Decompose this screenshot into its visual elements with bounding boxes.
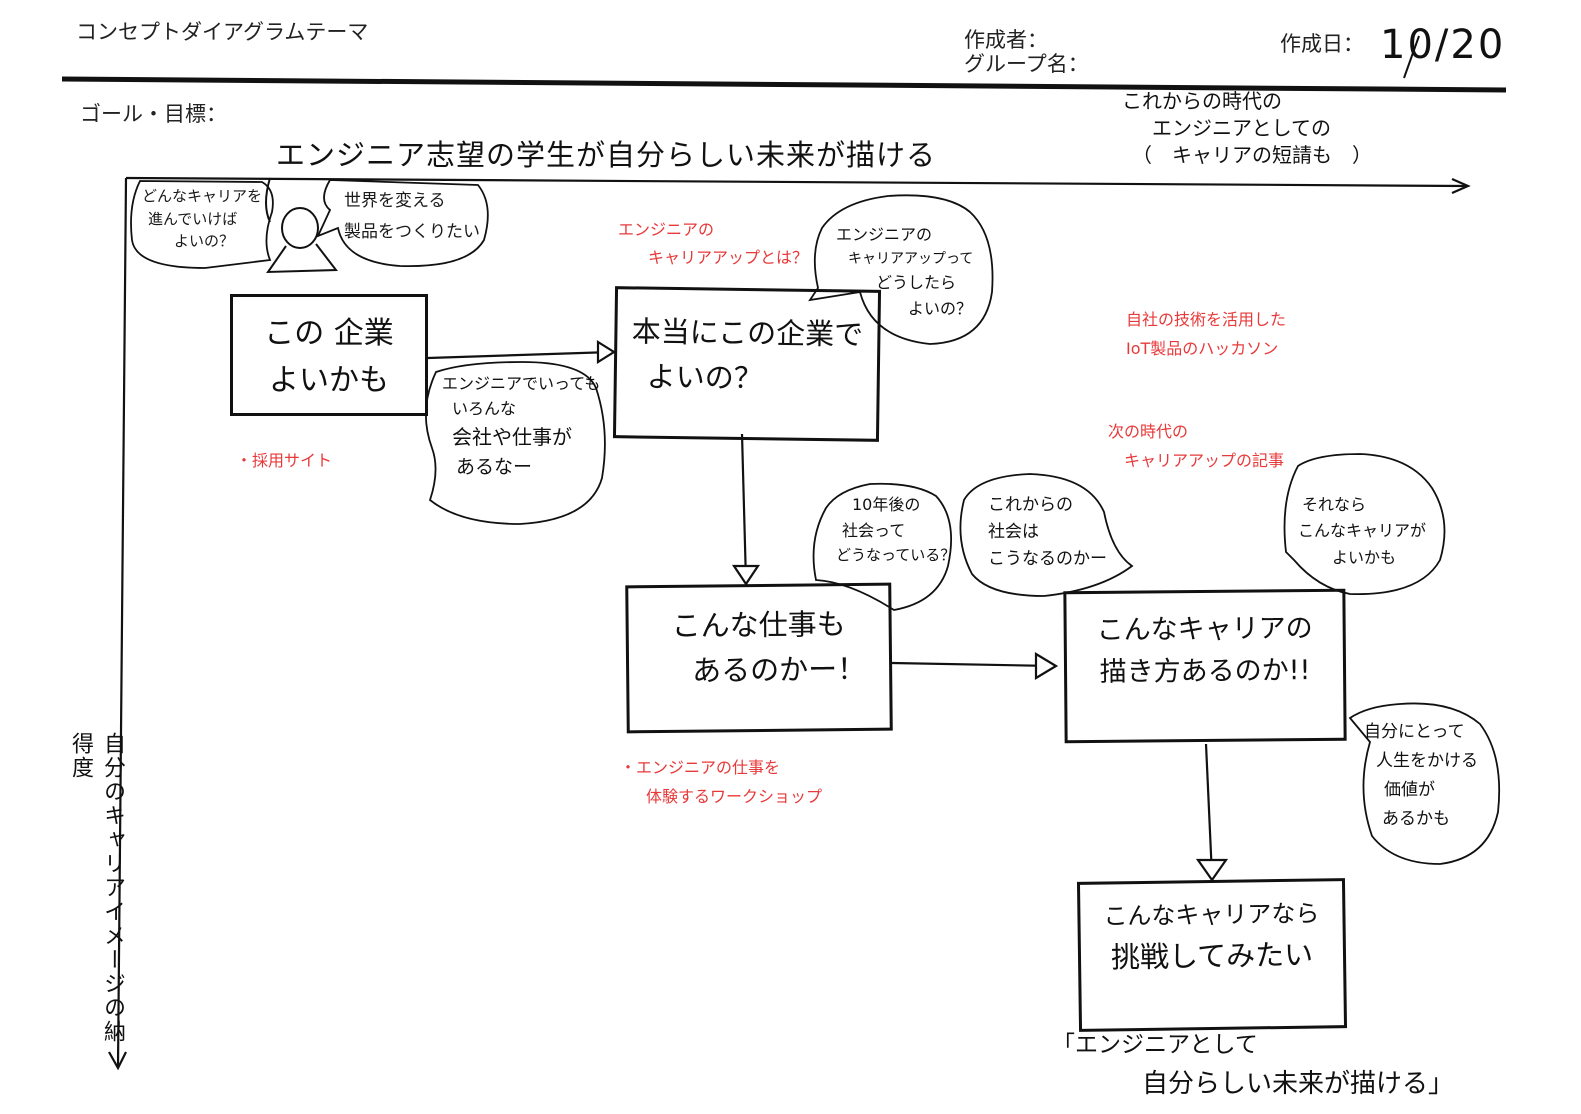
group-label: グループ名： [964, 53, 1089, 76]
red-note-line: IoT製品のハッカソン [1126, 338, 1279, 358]
arrow-4-to-5 [1195, 743, 1229, 882]
goal-label: ゴール・目標： [80, 103, 227, 126]
bubble-line: それなら [1302, 495, 1367, 514]
speech-bubble-3 [812, 482, 953, 611]
step-box-text: 本当にこの企業で よいの？ [616, 309, 877, 402]
speech-bubble-6 [1348, 702, 1501, 865]
red-note-line: 次の時代の [1108, 422, 1189, 441]
red-note-article: 次の時代の キャリアアップの記事 [1108, 418, 1284, 476]
step-box-line: 挑戦してみたい [1110, 937, 1314, 975]
red-note-career-up: エンジニアの キャリアアップとは？ [618, 216, 808, 272]
thought-line: よいの？ [174, 232, 235, 250]
red-note-line: キャリアアップの記事 [1124, 450, 1285, 470]
bubble-line: よいかも [1332, 547, 1397, 567]
bubble-line: エンジニアでいっても [442, 374, 601, 393]
red-note-line: ・採用サイト [236, 451, 333, 470]
x-axis [125, 176, 1471, 195]
step-box-line: あるのかー！ [691, 651, 867, 688]
red-note-line: ・エンジニアの仕事を [620, 758, 781, 777]
thought-bubble-right [316, 179, 489, 267]
bubble-line: 10年後の [852, 495, 921, 514]
x-axis-label-line: これからの時代の [1122, 89, 1282, 113]
arrow-2-to-3 [731, 433, 761, 586]
red-note-line: 体験するワークショップ [646, 786, 823, 806]
bubble-line: いろんな [452, 398, 517, 418]
bubble-line: どうしたら [876, 272, 957, 292]
bubble-line: 会社や仕事が [452, 424, 572, 449]
step-box-5: こんなキャリアなら 挑戦してみたい [1076, 878, 1348, 1032]
thought-line: 製品をつくりたい [344, 221, 480, 242]
step-box-text: こんな仕事も あるのかー！ [628, 602, 889, 695]
speech-bubble-4 [959, 473, 1134, 597]
conclusion-line: 自分らしい未来が描ける」 [1142, 1068, 1455, 1099]
x-axis-label: これからの時代の エンジニアとしての （ キャリアの短請も ） [1122, 88, 1372, 169]
speech-bubble-5-text: それなら こんなキャリアが よいかも [1298, 492, 1426, 571]
thought-line: 進んでいけば [148, 209, 238, 228]
goal-text: エンジニア志望の学生が自分らしい未来が描ける [276, 138, 937, 172]
speech-bubble-2 [808, 194, 994, 345]
arrow-1-to-2 [427, 340, 617, 364]
red-note-line: キャリアアップとは？ [648, 248, 809, 267]
speech-bubble-3-text: 10年後の 社会って どうなっている？ [836, 492, 955, 567]
date-slash [1403, 35, 1420, 79]
arrow-3-to-4 [891, 652, 1059, 680]
bubble-line: エンジニアの [836, 225, 933, 244]
bubble-line: これからの [988, 495, 1073, 515]
date-value: 10/20 [1380, 22, 1506, 68]
step-box-1: この 企業 よいかも [230, 294, 428, 416]
red-note-hackathon: 自社の技術を活用した IoT製品のハッカソン [1126, 306, 1286, 364]
speech-bubble-6-text: 自分にとって 人生をかける 価値が あるかも [1364, 718, 1478, 834]
bubble-line: 価値が [1384, 779, 1435, 800]
speech-bubble-4-text: これからの 社会は こうなるのかー [988, 492, 1107, 574]
thought-line: どんなキャリアを [142, 187, 263, 205]
speech-bubble-5 [1283, 453, 1446, 595]
x-axis-label-line: （ キャリアの短請も ） [1132, 143, 1372, 167]
bubble-line: こうなるのかー [988, 549, 1107, 570]
bubble-line: 人生をかける [1376, 750, 1478, 771]
bubble-line: あるなー [456, 455, 533, 478]
thought-bubble-left [130, 180, 274, 269]
step-box-line: この 企業 [264, 316, 394, 351]
conclusion-text: 「エンジニアとして 自分らしい未来が描ける」 [1052, 1028, 1454, 1104]
step-box-text: この 企業 よいかも [233, 311, 425, 404]
step-box-3: こんな仕事も あるのかー！ [625, 582, 893, 734]
step-box-line: こんなキャリアの [1096, 613, 1313, 646]
step-box-line: こんなキャリアなら [1103, 899, 1320, 931]
y-axis-label: 自分のキャリアイメージの納得度 [68, 732, 125, 1044]
step-box-line: こんな仕事も [671, 607, 846, 643]
author-label: 作成者： [964, 29, 1048, 52]
step-box-text: こんなキャリアなら 挑戦してみたい [1080, 895, 1343, 981]
conclusion-line: 「エンジニアとして [1052, 1032, 1258, 1058]
thought-line: 世界を変える [344, 191, 446, 211]
bubble-line: 社会は [988, 522, 1039, 543]
bubble-line: 社会って [842, 520, 906, 540]
speech-bubble-2-text: エンジニアの キャリアアップって どうしたら よいの？ [836, 222, 973, 321]
step-box-text: こんなキャリアの 描き方あるのか!! [1067, 608, 1344, 694]
step-box-line: 描き方あるのか!! [1099, 654, 1311, 688]
step-box-line: よいかも [269, 362, 389, 398]
step-box-4: こんなキャリアの 描き方あるのか!! [1063, 588, 1347, 744]
persona-thought-right: 世界を変える 製品をつくりたい [344, 186, 480, 247]
red-note-line: エンジニアの [618, 220, 715, 239]
date-label: 作成日： [1280, 33, 1364, 56]
bubble-line: よいの？ [908, 298, 973, 318]
theme-label: コンセプトダイアグラムテーマ [76, 21, 369, 44]
bubble-line: 自分にとって [1364, 722, 1465, 742]
bubble-line: キャリアアップって [848, 250, 974, 267]
x-axis-label-line: エンジニアとしての [1152, 116, 1331, 140]
y-axis [108, 177, 128, 1071]
bubble-line: どうなっている？ [836, 546, 956, 565]
persona-thought-left: どんなキャリアを 進んでいけば よいの？ [142, 185, 262, 253]
red-note-workshop: ・エンジニアの仕事を 体験するワークショップ [620, 754, 822, 812]
red-note-recruit-site: ・採用サイト [236, 448, 332, 474]
bubble-line: あるかも [1382, 808, 1450, 829]
header-rule [61, 76, 1507, 93]
speech-bubble-1-text: エンジニアでいっても いろんな 会社や仕事が あるなー [442, 372, 600, 482]
speech-bubble-1 [424, 361, 606, 525]
red-note-line: 自社の技術を活用した [1126, 310, 1287, 329]
step-box-line: よいの？ [646, 359, 764, 396]
bubble-line: こんなキャリアが [1298, 521, 1427, 541]
